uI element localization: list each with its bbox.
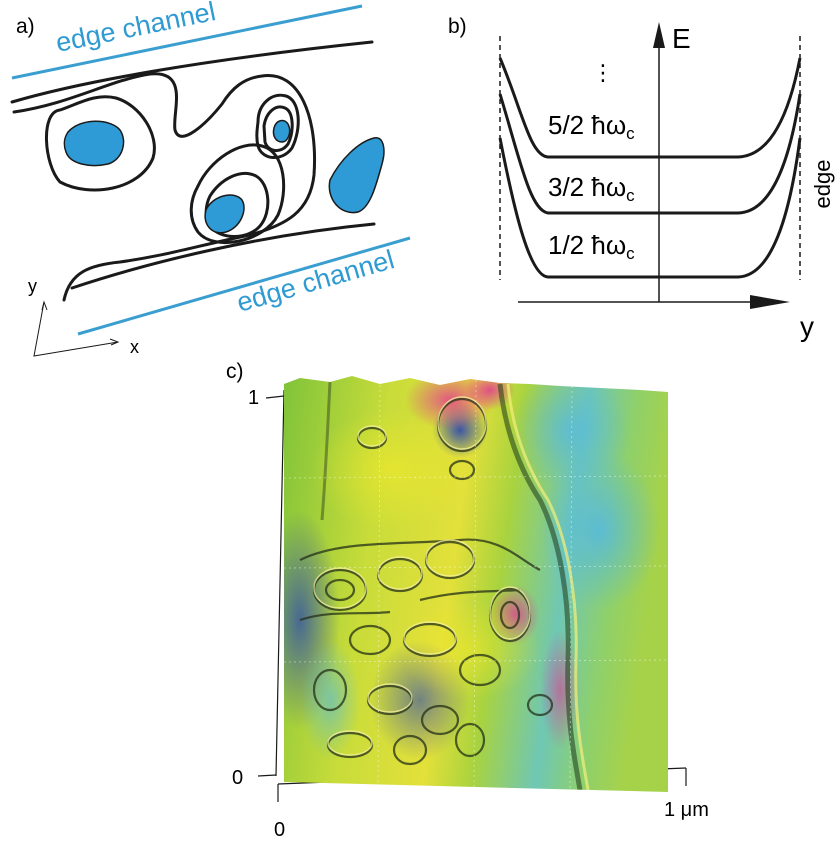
edge-channel-top-line (11, 4, 363, 80)
panel-c-label: c) (226, 360, 244, 383)
contour-bottom-outer (70, 222, 376, 290)
panel-b: b) E y edge ⋮ 5/2 ħωc 3/2 ħωc 1/2 ħωc (448, 15, 835, 342)
level-label-bottom-subscript: c (626, 244, 635, 263)
y-arrowhead (41, 300, 48, 311)
svg-text:1/2 ħωc: 1/2 ħωc (548, 230, 635, 263)
position-axis-label: y (800, 311, 814, 342)
x-tick-right-label: 1 μm (664, 799, 709, 821)
energy-axis-label: E (672, 23, 691, 54)
panel-c: c) 1 0 0 1 μm (226, 360, 709, 841)
axis-y-label: y (28, 276, 37, 296)
y-tick-top-label: 1 (248, 387, 259, 409)
axis-indicator (33, 300, 120, 357)
level-label-bottom: 1/2 ħωc (548, 230, 635, 263)
puddle-center (204, 194, 245, 234)
level-label-middle-text: 3/2 ħω (548, 172, 626, 202)
continuation-dots: ⋮ (592, 60, 614, 85)
landau-level-top (498, 57, 802, 159)
y-tick-bottom-label: 0 (232, 767, 243, 789)
puddle-small (272, 119, 291, 143)
equipotential-contours (10, 40, 376, 302)
contour-left-island (45, 95, 156, 192)
electron-puddles (63, 119, 385, 234)
svg-text:3/2 ħωc: 3/2 ħωc (548, 172, 635, 205)
puddle-right (328, 137, 385, 214)
svg-text:5/2 ħωc: 5/2 ħωc (548, 110, 635, 143)
contour-main-winding (12, 72, 317, 302)
position-axis-arrowhead (750, 295, 790, 309)
landau-level-middle (498, 93, 802, 215)
edge-channel-bottom-line (77, 236, 411, 336)
y-tick-bottom (257, 774, 277, 777)
x-arrowhead (109, 338, 120, 346)
edge-label: edge (810, 160, 835, 209)
panel-a: a) edge channel edge channel (10, 0, 411, 357)
edge-channel-bottom-label: edge channel (233, 244, 397, 318)
edge-channel-top-label: edge channel (53, 0, 218, 58)
landau-levels (498, 57, 802, 279)
axis-x-label: x (130, 337, 139, 357)
level-label-top-text: 5/2 ħω (548, 110, 626, 140)
level-label-bottom-text: 1/2 ħω (548, 230, 626, 260)
contour-center-outer (189, 143, 286, 245)
puddle-left (63, 120, 125, 167)
landau-level-bottom (498, 137, 802, 279)
potential-surface-map (284, 376, 668, 792)
surface-y-axis (275, 389, 285, 777)
energy-axis-arrowhead (653, 22, 665, 48)
panel-b-label: b) (448, 15, 467, 38)
contour-right-inner (262, 105, 294, 152)
level-label-top-subscript: c (626, 124, 635, 143)
x-tick-left-label: 0 (274, 819, 285, 841)
contour-right-outer (255, 93, 300, 159)
level-label-middle: 3/2 ħωc (548, 172, 635, 205)
panel-a-label: a) (16, 15, 35, 38)
level-label-middle-subscript: c (626, 186, 635, 205)
axis-lines (33, 301, 119, 357)
level-label-top: 5/2 ħωc (548, 110, 635, 143)
contour-top-outer (10, 40, 374, 104)
y-tick-top (265, 395, 285, 399)
